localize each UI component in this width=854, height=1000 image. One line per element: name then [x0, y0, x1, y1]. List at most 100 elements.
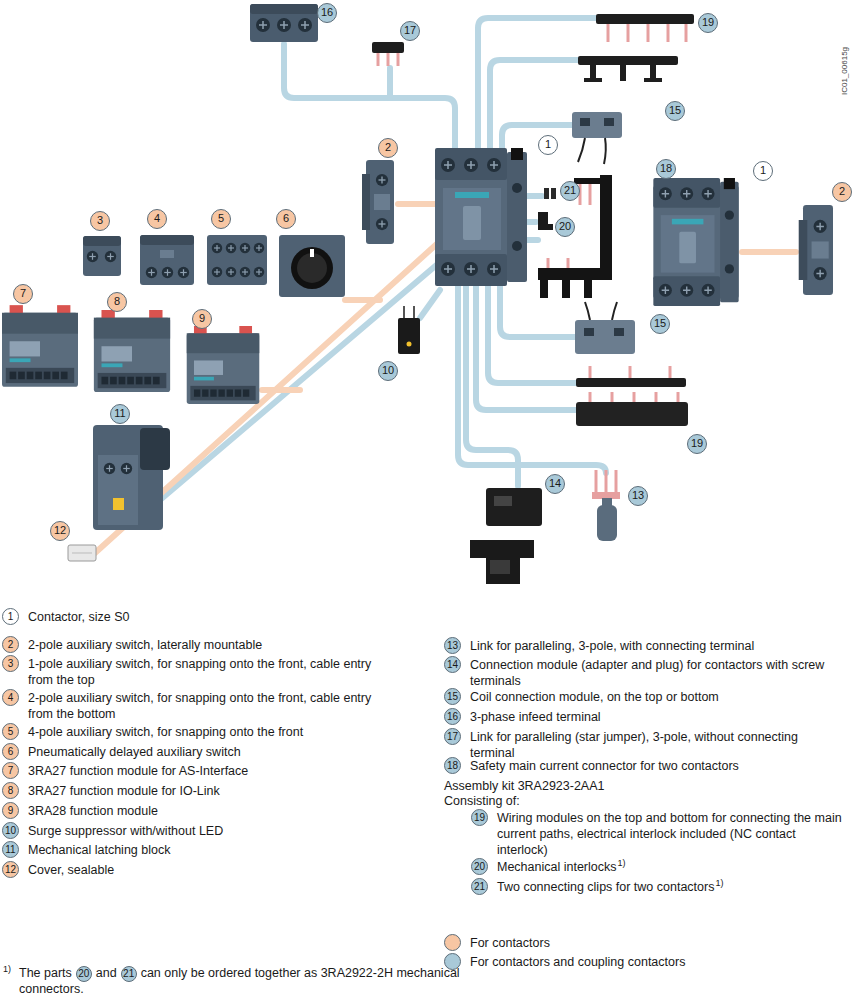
footnote-mark: 1): [715, 878, 723, 888]
callout-number: 1: [2, 608, 19, 625]
mechanical-interlock: [538, 212, 553, 230]
label-row: 1: [538, 134, 558, 155]
callout-number: 17: [400, 21, 420, 41]
label-row: 14: [545, 473, 565, 494]
connection-module: [470, 488, 542, 584]
callout-number: 15: [650, 314, 670, 334]
label-row: 10 Surge suppressor with/without LED: [2, 822, 223, 839]
label-row: 5: [211, 208, 231, 229]
callout-number: 6: [276, 209, 296, 229]
part-description: 3-phase infeed terminal: [470, 708, 601, 725]
label-row: 2: [832, 181, 852, 202]
label-row: 12: [50, 520, 70, 541]
label-row: 15: [665, 100, 685, 121]
callout-number: 8: [107, 292, 127, 312]
callout-number: 21: [560, 181, 580, 201]
callout-number: 3: [2, 655, 19, 672]
part-description: and: [96, 966, 117, 980]
legend-text: For contactors and coupling contactors: [470, 953, 685, 970]
label-row: 73RA27 function module for AS-Interface: [2, 762, 248, 779]
part-description: Wiring modules on the top and bottom for…: [497, 809, 847, 858]
callout-number: 13: [444, 637, 461, 654]
part-description: Connection module (adapter and plug) for…: [470, 656, 840, 689]
label-row: 1 Contactor, size S0: [2, 608, 129, 625]
part-description: 1-pole auxiliary switch, for snapping on…: [28, 655, 388, 688]
function-module: [94, 310, 170, 392]
callout-number: 14: [444, 656, 461, 673]
label-row: Assembly kit 3RA2923-2AA1: [444, 777, 605, 794]
blue-tubes: [160, 18, 606, 500]
legend-swatch: [444, 953, 461, 970]
callout-number: 4: [147, 209, 167, 229]
label-row: 4: [147, 208, 167, 229]
front-aux-1-pole: [83, 236, 121, 276]
label-row: Consisting of:: [444, 792, 520, 809]
part-description: The parts: [19, 966, 72, 980]
callout-number: 21: [121, 966, 137, 982]
label-row: 3 1-pole auxiliary switch, for snapping o…: [2, 655, 388, 688]
connection-tubes: [95, 18, 796, 553]
callout-number: 5: [211, 209, 231, 229]
label-row: 15: [650, 313, 670, 334]
callout-number: 11: [2, 841, 19, 858]
callout-number: 8: [2, 782, 19, 799]
part-description: Safety main current connector for two co…: [470, 757, 739, 774]
latching-block: [93, 425, 170, 530]
callout-number: 1: [538, 135, 558, 155]
callout-number: 16: [444, 708, 461, 725]
label-row: 1)The parts20and21can only be ordered to…: [3, 966, 469, 997]
callout-number: 11: [110, 404, 130, 424]
label-row: 83RA27 function module for IO-Link: [2, 782, 220, 799]
star-jumper: [372, 42, 404, 66]
surge-suppressor: [398, 306, 420, 354]
label-row: 15Coil connection module, on the top or …: [444, 688, 719, 705]
callout-number: 2: [378, 138, 398, 158]
label-row: 18: [656, 158, 676, 179]
label-row: 22-pole auxiliary switch, laterally moun…: [2, 636, 262, 653]
coil-connection-module: [572, 112, 622, 164]
connecting-clips: [544, 188, 556, 199]
label-row: 10: [378, 360, 398, 381]
label-row: 19Wiring modules on the top and bottom f…: [471, 809, 847, 858]
label-row: 6: [276, 208, 296, 229]
part-description: Surge suppressor with/without LED: [28, 822, 223, 839]
part-description: Assembly kit 3RA2923-2AA1: [444, 777, 605, 794]
label-row: 21: [560, 180, 580, 201]
label-row: IC01_00615g: [840, 47, 849, 95]
sealable-cover: [68, 545, 96, 561]
legend-row: For contactors and coupling contactors: [444, 953, 685, 970]
wiring-modules-top: [578, 14, 694, 82]
part-description: 4-pole auxiliary switch, for snapping on…: [28, 723, 303, 740]
callout-number: 17: [444, 728, 461, 745]
part-description: Mechanical latching block: [28, 841, 170, 858]
callout-number: 10: [2, 822, 19, 839]
contactor: [653, 178, 738, 306]
callout-number: 18: [656, 159, 676, 179]
legend-swatch: [444, 934, 461, 951]
part-description: Cover, sealable: [28, 861, 114, 878]
label-row: 3: [90, 210, 110, 231]
lateral-aux-switch: [362, 160, 394, 244]
label-row: 9: [192, 308, 212, 329]
callout-number: 10: [378, 361, 398, 381]
label-row: 13: [628, 485, 648, 506]
label-row: 18Safety main current connector for two …: [444, 757, 739, 774]
callout-number: 2: [832, 182, 852, 202]
label-row: 1: [753, 160, 773, 181]
callout-number: 12: [2, 861, 19, 878]
label-row: 19: [698, 12, 718, 33]
part-description: Contactor, size S0: [28, 608, 129, 625]
infeed-terminal: [250, 4, 318, 42]
safety-connector: [538, 175, 612, 298]
callout-number: 20: [76, 966, 92, 982]
label-row: 2: [378, 137, 398, 158]
callout-number: 2: [2, 636, 19, 653]
label-row: 11: [110, 403, 130, 424]
label-row: 12 Cover, sealable: [2, 861, 114, 878]
legend-row: For contactors: [444, 934, 550, 951]
label-row: 20Mechanical interlocks1): [471, 858, 626, 875]
label-row: 93RA28 function module: [2, 802, 158, 819]
part-description: Two connecting clips for two contactors: [497, 878, 714, 895]
callout-number: 16: [317, 3, 337, 23]
